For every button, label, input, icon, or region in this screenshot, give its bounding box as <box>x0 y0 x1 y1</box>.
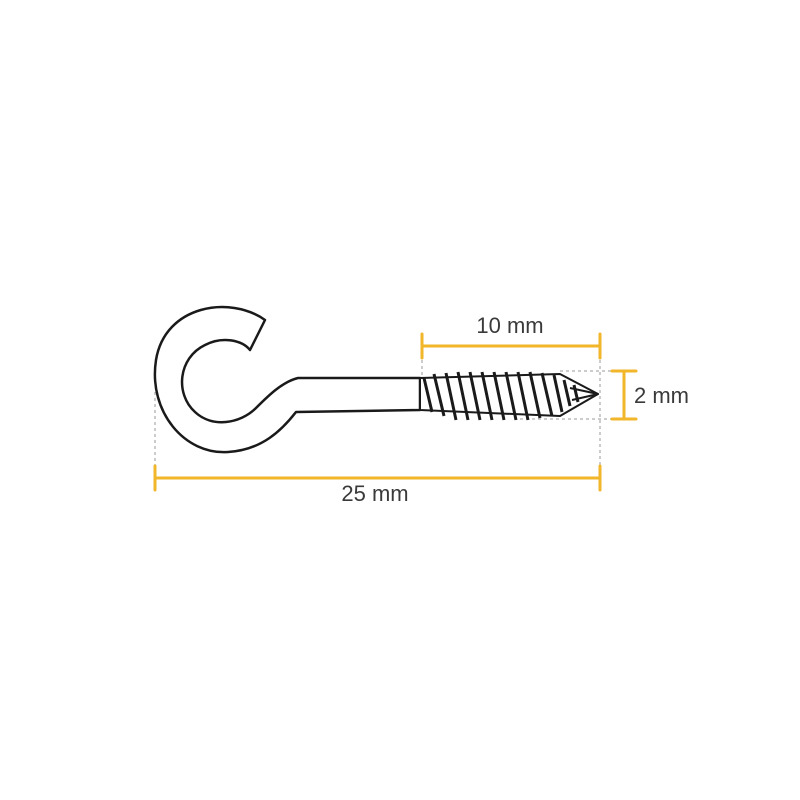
diameter-dimension <box>610 369 638 421</box>
hook-outline <box>153 305 422 454</box>
thread-ridges <box>422 371 580 421</box>
total-length-label: 25 mm <box>341 481 408 506</box>
thread-length-dimension <box>420 332 602 360</box>
thread-length-label: 10 mm <box>476 313 543 338</box>
total-length-dimension <box>153 464 602 492</box>
dimension-lines <box>153 332 638 492</box>
diameter-label: 2 mm <box>634 383 689 408</box>
shank-tip <box>569 387 599 401</box>
threaded-shank <box>419 371 599 421</box>
hook-body <box>153 305 422 454</box>
